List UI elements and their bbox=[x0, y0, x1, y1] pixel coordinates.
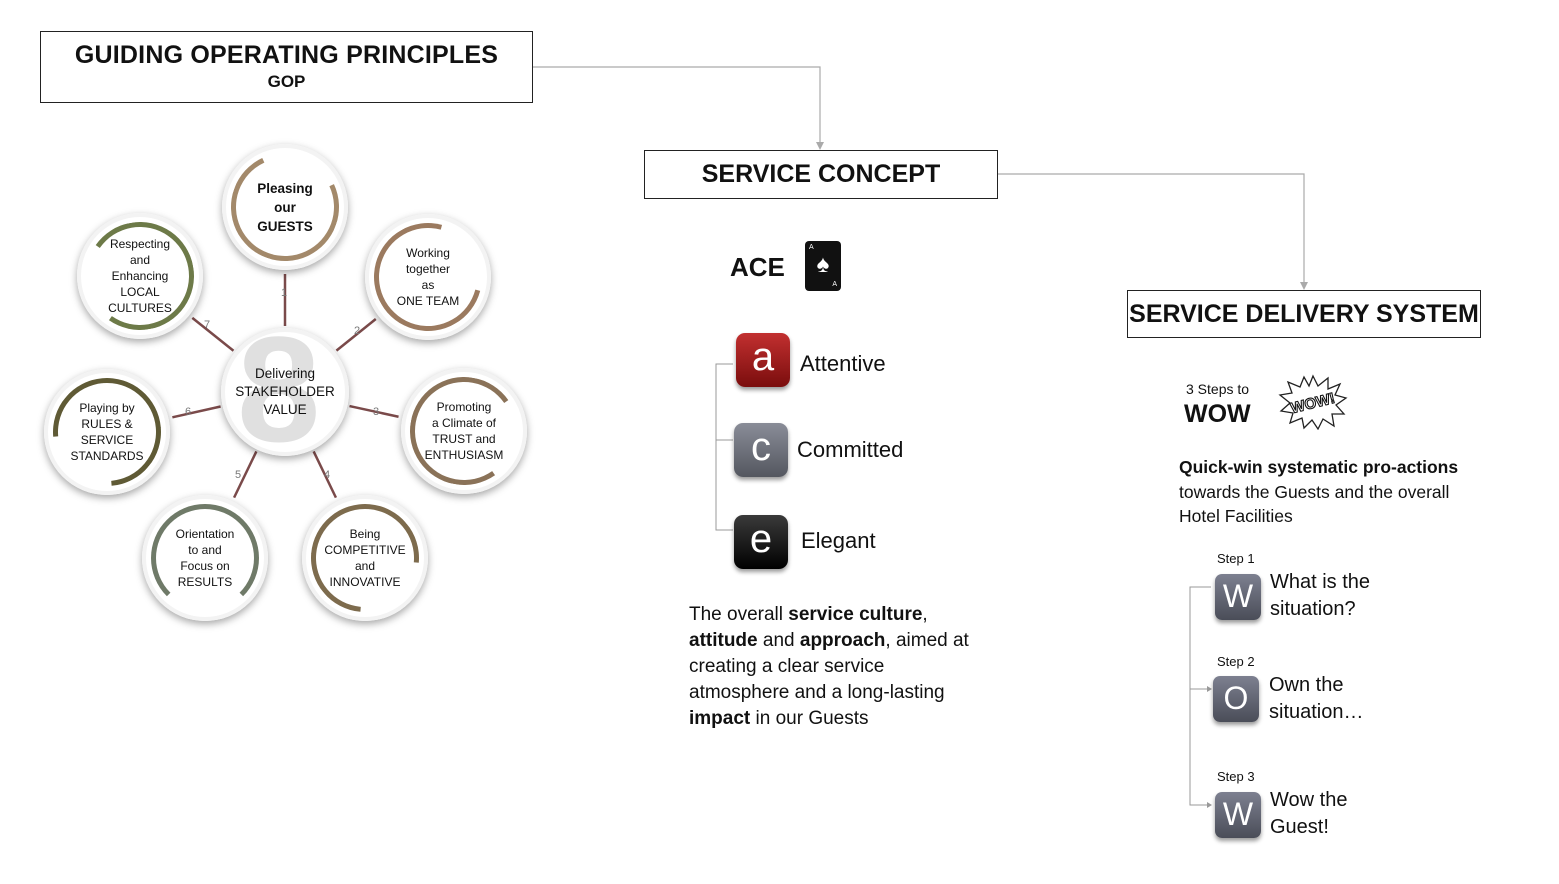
attentive-label: Attentive bbox=[800, 351, 886, 376]
ace-label: ACE bbox=[730, 252, 785, 282]
arrowhead bbox=[1207, 686, 1212, 692]
desc-text: , aimed at creating a clear service atmo… bbox=[689, 630, 969, 703]
principle-circle-5: Orientation to and Focus on RESULTS bbox=[142, 495, 268, 621]
committed-label: Committed bbox=[797, 437, 904, 462]
arrowhead bbox=[816, 142, 824, 150]
principle-number: 1 bbox=[281, 287, 288, 299]
gop-title-box: GUIDING OPERATING PRINCIPLES GOP bbox=[40, 31, 533, 103]
principle-circle-1: Pleasing our GUESTS bbox=[215, 137, 355, 277]
steps-bracket bbox=[1189, 586, 1211, 806]
wheel-spoke bbox=[232, 450, 258, 499]
principle-number: 3 bbox=[373, 406, 380, 418]
wheel-spoke bbox=[191, 316, 235, 352]
spade-icon: ♠ bbox=[816, 251, 830, 278]
sds-desc-bold: Quick-win systematic pro-actions bbox=[1179, 457, 1459, 477]
principle-number: 7 bbox=[204, 319, 211, 331]
wheel-spoke bbox=[335, 318, 377, 352]
desc-bold: attitude bbox=[689, 630, 758, 651]
principle-circle-3: Promoting a Climate of TRUST and ENTHUSI… bbox=[401, 368, 527, 494]
service-concept-title: SERVICE CONCEPT bbox=[644, 150, 998, 199]
arrowhead bbox=[1207, 802, 1212, 808]
gop-to-service-concept-connector bbox=[533, 66, 821, 146]
step-3-text: Wow the Guest! bbox=[1270, 789, 1348, 838]
principle-text: Being COMPETITIVE and INNOVATIVE bbox=[324, 527, 406, 589]
wheel-spoke bbox=[172, 405, 221, 419]
principle-text: Playing by RULES & SERVICE STANDARDS bbox=[70, 401, 144, 463]
gop-title: GUIDING OPERATING PRINCIPLES bbox=[74, 41, 499, 69]
letter-w-tile: W bbox=[1215, 792, 1261, 838]
principle-circle-6: Playing by RULES & SERVICE STANDARDS bbox=[30, 355, 184, 509]
step-1-label: Step 1 bbox=[1217, 551, 1255, 566]
desc-text: in our Guests bbox=[750, 708, 869, 729]
service-concept-description: The overall service culture, attitude and… bbox=[689, 602, 979, 732]
gop-subtitle: GOP bbox=[267, 72, 306, 91]
desc-bold: approach bbox=[799, 630, 886, 651]
step-2-label: Step 2 bbox=[1217, 654, 1255, 669]
card-corner-bottom: A bbox=[832, 281, 837, 288]
letter-c-tile: c bbox=[734, 423, 788, 477]
principle-number: 6 bbox=[185, 406, 192, 418]
principle-text: Pleasing our GUESTS bbox=[257, 180, 313, 234]
principle-circle-2: Working together as ONE TEAM bbox=[354, 203, 502, 351]
arrowhead bbox=[1300, 282, 1308, 290]
principle-number: 5 bbox=[235, 469, 242, 481]
desc-bold: impact bbox=[689, 708, 751, 729]
principle-text: Promoting a Climate of TRUST and ENTHUSI… bbox=[424, 400, 504, 462]
letter-e-tile: e bbox=[734, 515, 788, 569]
desc-text: , bbox=[922, 604, 928, 625]
wheel-spoke bbox=[349, 404, 399, 418]
desc-text: The overall bbox=[689, 604, 789, 625]
ace-bracket bbox=[715, 363, 733, 531]
step-1-text: What is the situation? bbox=[1270, 571, 1371, 620]
three-steps-label: 3 Steps to bbox=[1186, 381, 1250, 397]
service-delivery-title: SERVICE DELIVERY SYSTEM bbox=[1127, 290, 1481, 338]
step-2-text: Own the situation… bbox=[1269, 674, 1364, 723]
principle-circle-4: Being COMPETITIVE and INNOVATIVE bbox=[288, 481, 442, 635]
letter-w-tile: W bbox=[1215, 574, 1261, 620]
letter-o-tile: O bbox=[1213, 676, 1259, 722]
service-delivery-description: Quick-win systematic pro-actions towards … bbox=[1179, 455, 1479, 529]
desc-text: and bbox=[757, 630, 800, 651]
desc-bold: service culture bbox=[788, 604, 923, 625]
center-text: Delivering STAKEHOLDER VALUE bbox=[235, 366, 335, 417]
step-3-label: Step 3 bbox=[1217, 769, 1255, 784]
wow-label: WOW bbox=[1184, 400, 1251, 428]
principle-number: 4 bbox=[324, 469, 331, 481]
letter-a-tile: a bbox=[736, 333, 790, 387]
principle-number: 2 bbox=[354, 325, 361, 337]
elegant-label: Elegant bbox=[801, 528, 876, 553]
service-concept-to-delivery-connector bbox=[998, 173, 1305, 286]
wow-burst-icon: WOW! bbox=[1278, 374, 1348, 430]
ace-of-spades-card-icon: A ♠ A bbox=[805, 241, 841, 291]
center-number: 8 bbox=[237, 305, 321, 473]
principle-circle-7: Respecting and Enhancing LOCAL CULTURES bbox=[77, 213, 203, 339]
principle-text: Respecting and Enhancing LOCAL CULTURES bbox=[108, 237, 172, 315]
principle-text: Working together as ONE TEAM bbox=[396, 246, 460, 308]
sds-desc-text: towards the Guests and the overall Hotel… bbox=[1179, 481, 1450, 527]
wheel-spoke bbox=[312, 450, 338, 499]
card-corner-top: A bbox=[809, 244, 814, 251]
principle-text: Orientation to and Focus on RESULTS bbox=[175, 527, 235, 589]
